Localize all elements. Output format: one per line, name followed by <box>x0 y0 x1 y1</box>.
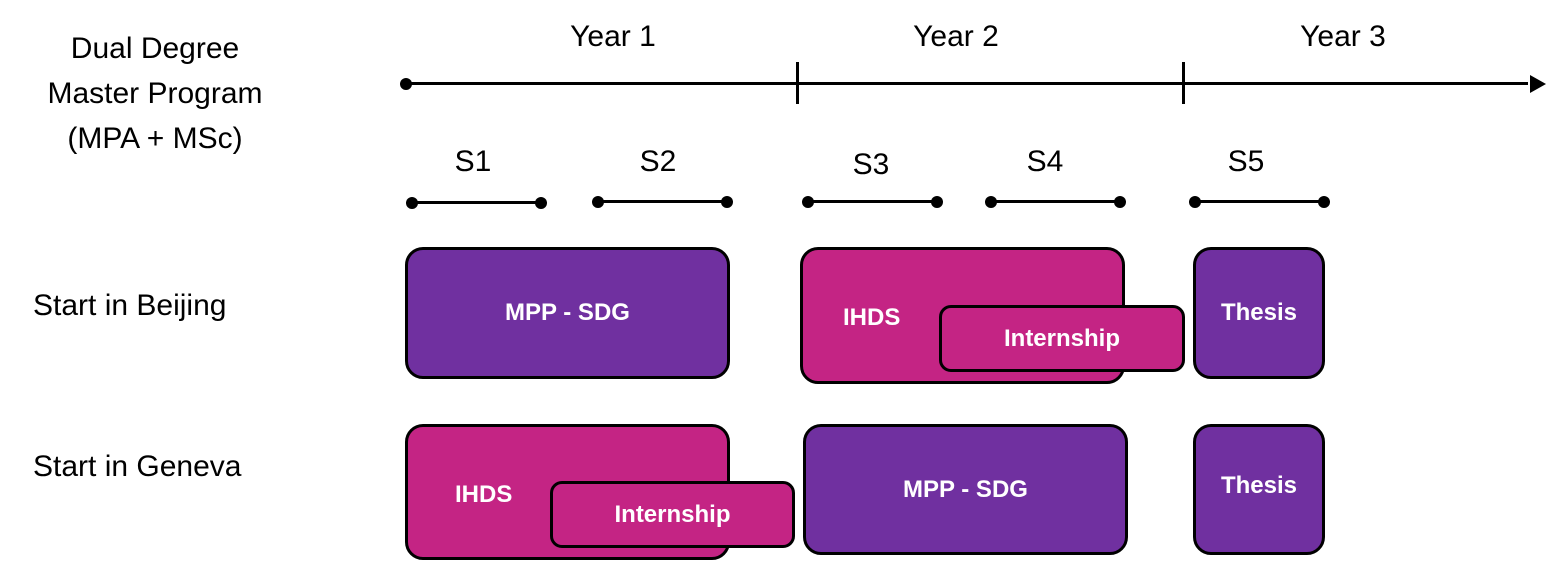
beijing-mpp-sdg-block: MPP - SDG <box>405 247 730 379</box>
block-label: Internship <box>614 500 731 528</box>
year-divider-tick <box>796 62 799 104</box>
row-label-geneva: Start in Geneva <box>33 450 242 483</box>
year-1-label: Year 1 <box>570 20 656 53</box>
segment-line <box>598 200 727 203</box>
segment-endpoint-dot <box>721 196 733 208</box>
block-label: MPP - SDG <box>903 475 1028 503</box>
program-title-line-3: (MPA + MSc) <box>67 122 243 155</box>
segment-line <box>412 201 541 204</box>
segment-endpoint-dot <box>1318 196 1330 208</box>
block-label: Internship <box>1003 324 1120 352</box>
segment-line <box>808 200 937 203</box>
year-2-label: Year 2 <box>913 20 999 53</box>
segment-line <box>991 200 1120 203</box>
semester-label-s3: S3 <box>852 148 890 181</box>
block-label: IHDS <box>455 481 513 508</box>
segment-endpoint-dot <box>931 196 943 208</box>
beijing-internship-block: Internship <box>939 305 1185 372</box>
program-title-line-1: Dual Degree <box>70 32 240 65</box>
geneva-internship-block: Internship <box>550 481 795 548</box>
year-3-label: Year 3 <box>1300 20 1386 53</box>
block-label: Thesis <box>1220 299 1298 326</box>
timeline-arrow-icon <box>1530 75 1546 93</box>
segment-line <box>1195 200 1324 203</box>
block-label: IHDS <box>843 304 901 331</box>
program-title-line-2: Master Program <box>47 77 263 110</box>
semester-label-s2: S2 <box>639 145 677 178</box>
semester-label-s1: S1 <box>454 145 492 178</box>
block-label: MPP - SDG <box>505 299 630 326</box>
year-divider-tick <box>1182 62 1185 104</box>
row-label-beijing: Start in Beijing <box>33 289 227 322</box>
segment-endpoint-dot <box>1114 196 1126 208</box>
block-label: Thesis <box>1220 471 1298 499</box>
timeline-line <box>406 82 1528 85</box>
segment-endpoint-dot <box>535 197 547 209</box>
semester-label-s5: S5 <box>1227 145 1265 178</box>
geneva-thesis-block: Thesis <box>1193 424 1325 555</box>
semester-label-s4: S4 <box>1026 145 1064 178</box>
beijing-thesis-block: Thesis <box>1193 247 1325 379</box>
geneva-mpp-sdg-block: MPP - SDG <box>803 424 1128 555</box>
